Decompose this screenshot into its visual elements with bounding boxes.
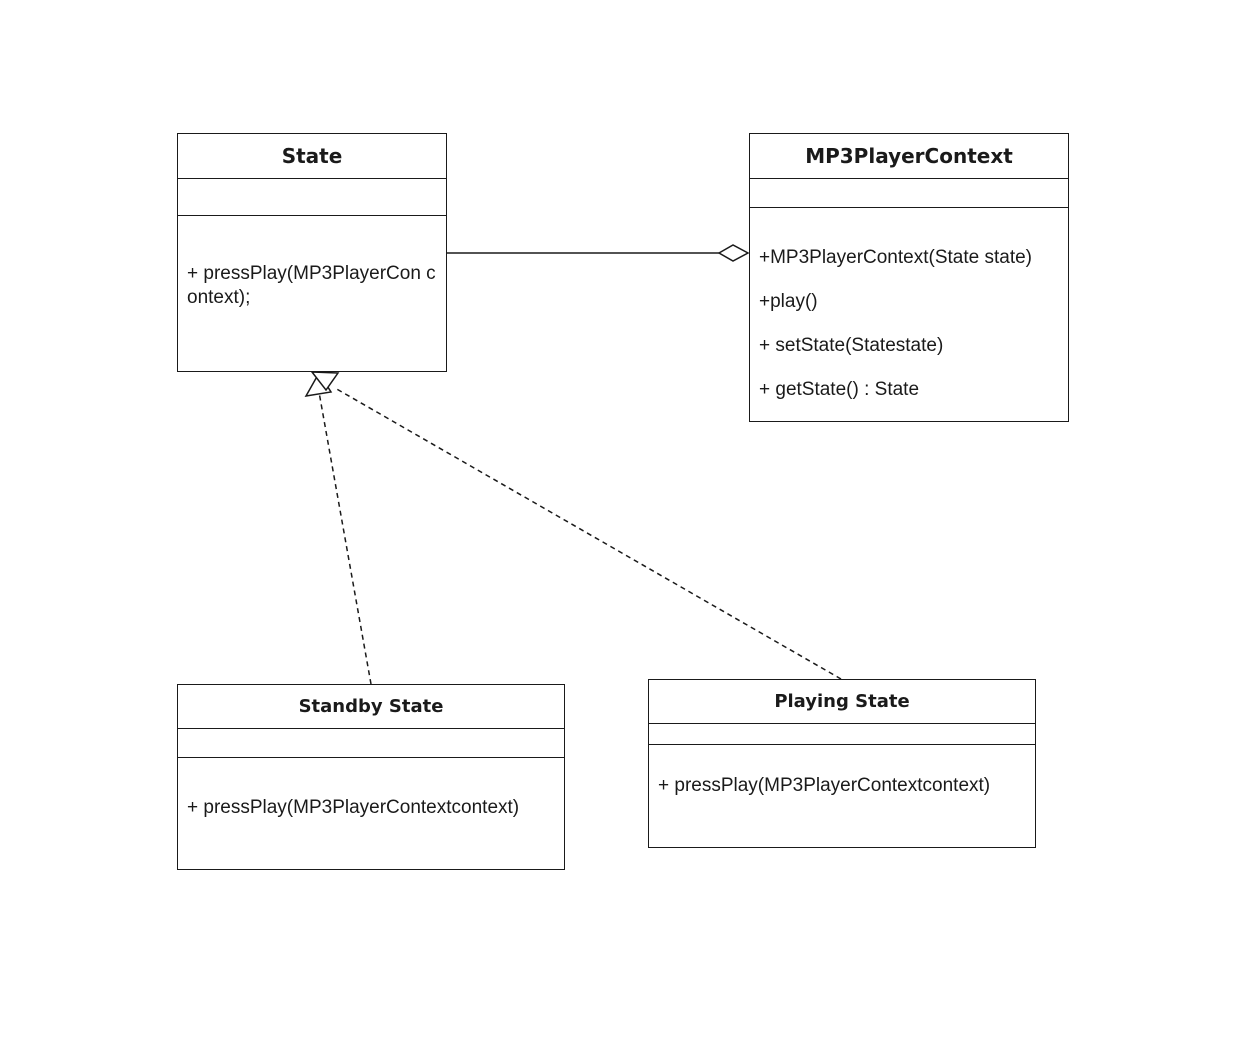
class-mp3playercontext[interactable]: MP3PlayerContext +MP3PlayerContext(State… [749, 133, 1069, 422]
class-name: Playing State [649, 680, 1035, 724]
class-name: State [178, 134, 446, 179]
realization-line-standby [318, 391, 372, 685]
class-name: Standby State [178, 685, 564, 729]
class-name: MP3PlayerContext [750, 134, 1068, 179]
methods-section: + pressPlay(MP3PlayerCon context); [178, 216, 446, 371]
attributes-section [649, 724, 1035, 745]
method: + pressPlay(MP3PlayerContextcontext) [187, 797, 520, 818]
attributes-section [178, 729, 564, 758]
realization-arrowhead-playing [310, 371, 340, 392]
class-state[interactable]: State + pressPlay(MP3PlayerCon context); [177, 133, 447, 372]
method: + pressPlay(MP3PlayerContextcontext) [658, 775, 991, 796]
methods-section: + pressPlay(MP3PlayerContextcontext) [649, 745, 1035, 847]
attributes-section [750, 179, 1068, 208]
methods-section: + pressPlay(MP3PlayerContextcontext) [178, 758, 564, 869]
method: + setState(Statestate) [759, 335, 944, 356]
class-standby-state[interactable]: Standby State + pressPlay(MP3PlayerConte… [177, 684, 565, 870]
methods-section: +MP3PlayerContext(State state) +play() +… [750, 208, 1068, 421]
method: + getState() : State [759, 379, 920, 400]
method: + pressPlay(MP3PlayerCon context); [187, 263, 436, 308]
method: +play() [759, 291, 818, 312]
realization-line-playing [334, 387, 842, 680]
aggregation-diamond [717, 244, 750, 262]
method: +MP3PlayerContext(State state) [759, 247, 1032, 268]
class-playing-state[interactable]: Playing State + pressPlay(MP3PlayerConte… [648, 679, 1036, 848]
attributes-section [178, 179, 446, 216]
